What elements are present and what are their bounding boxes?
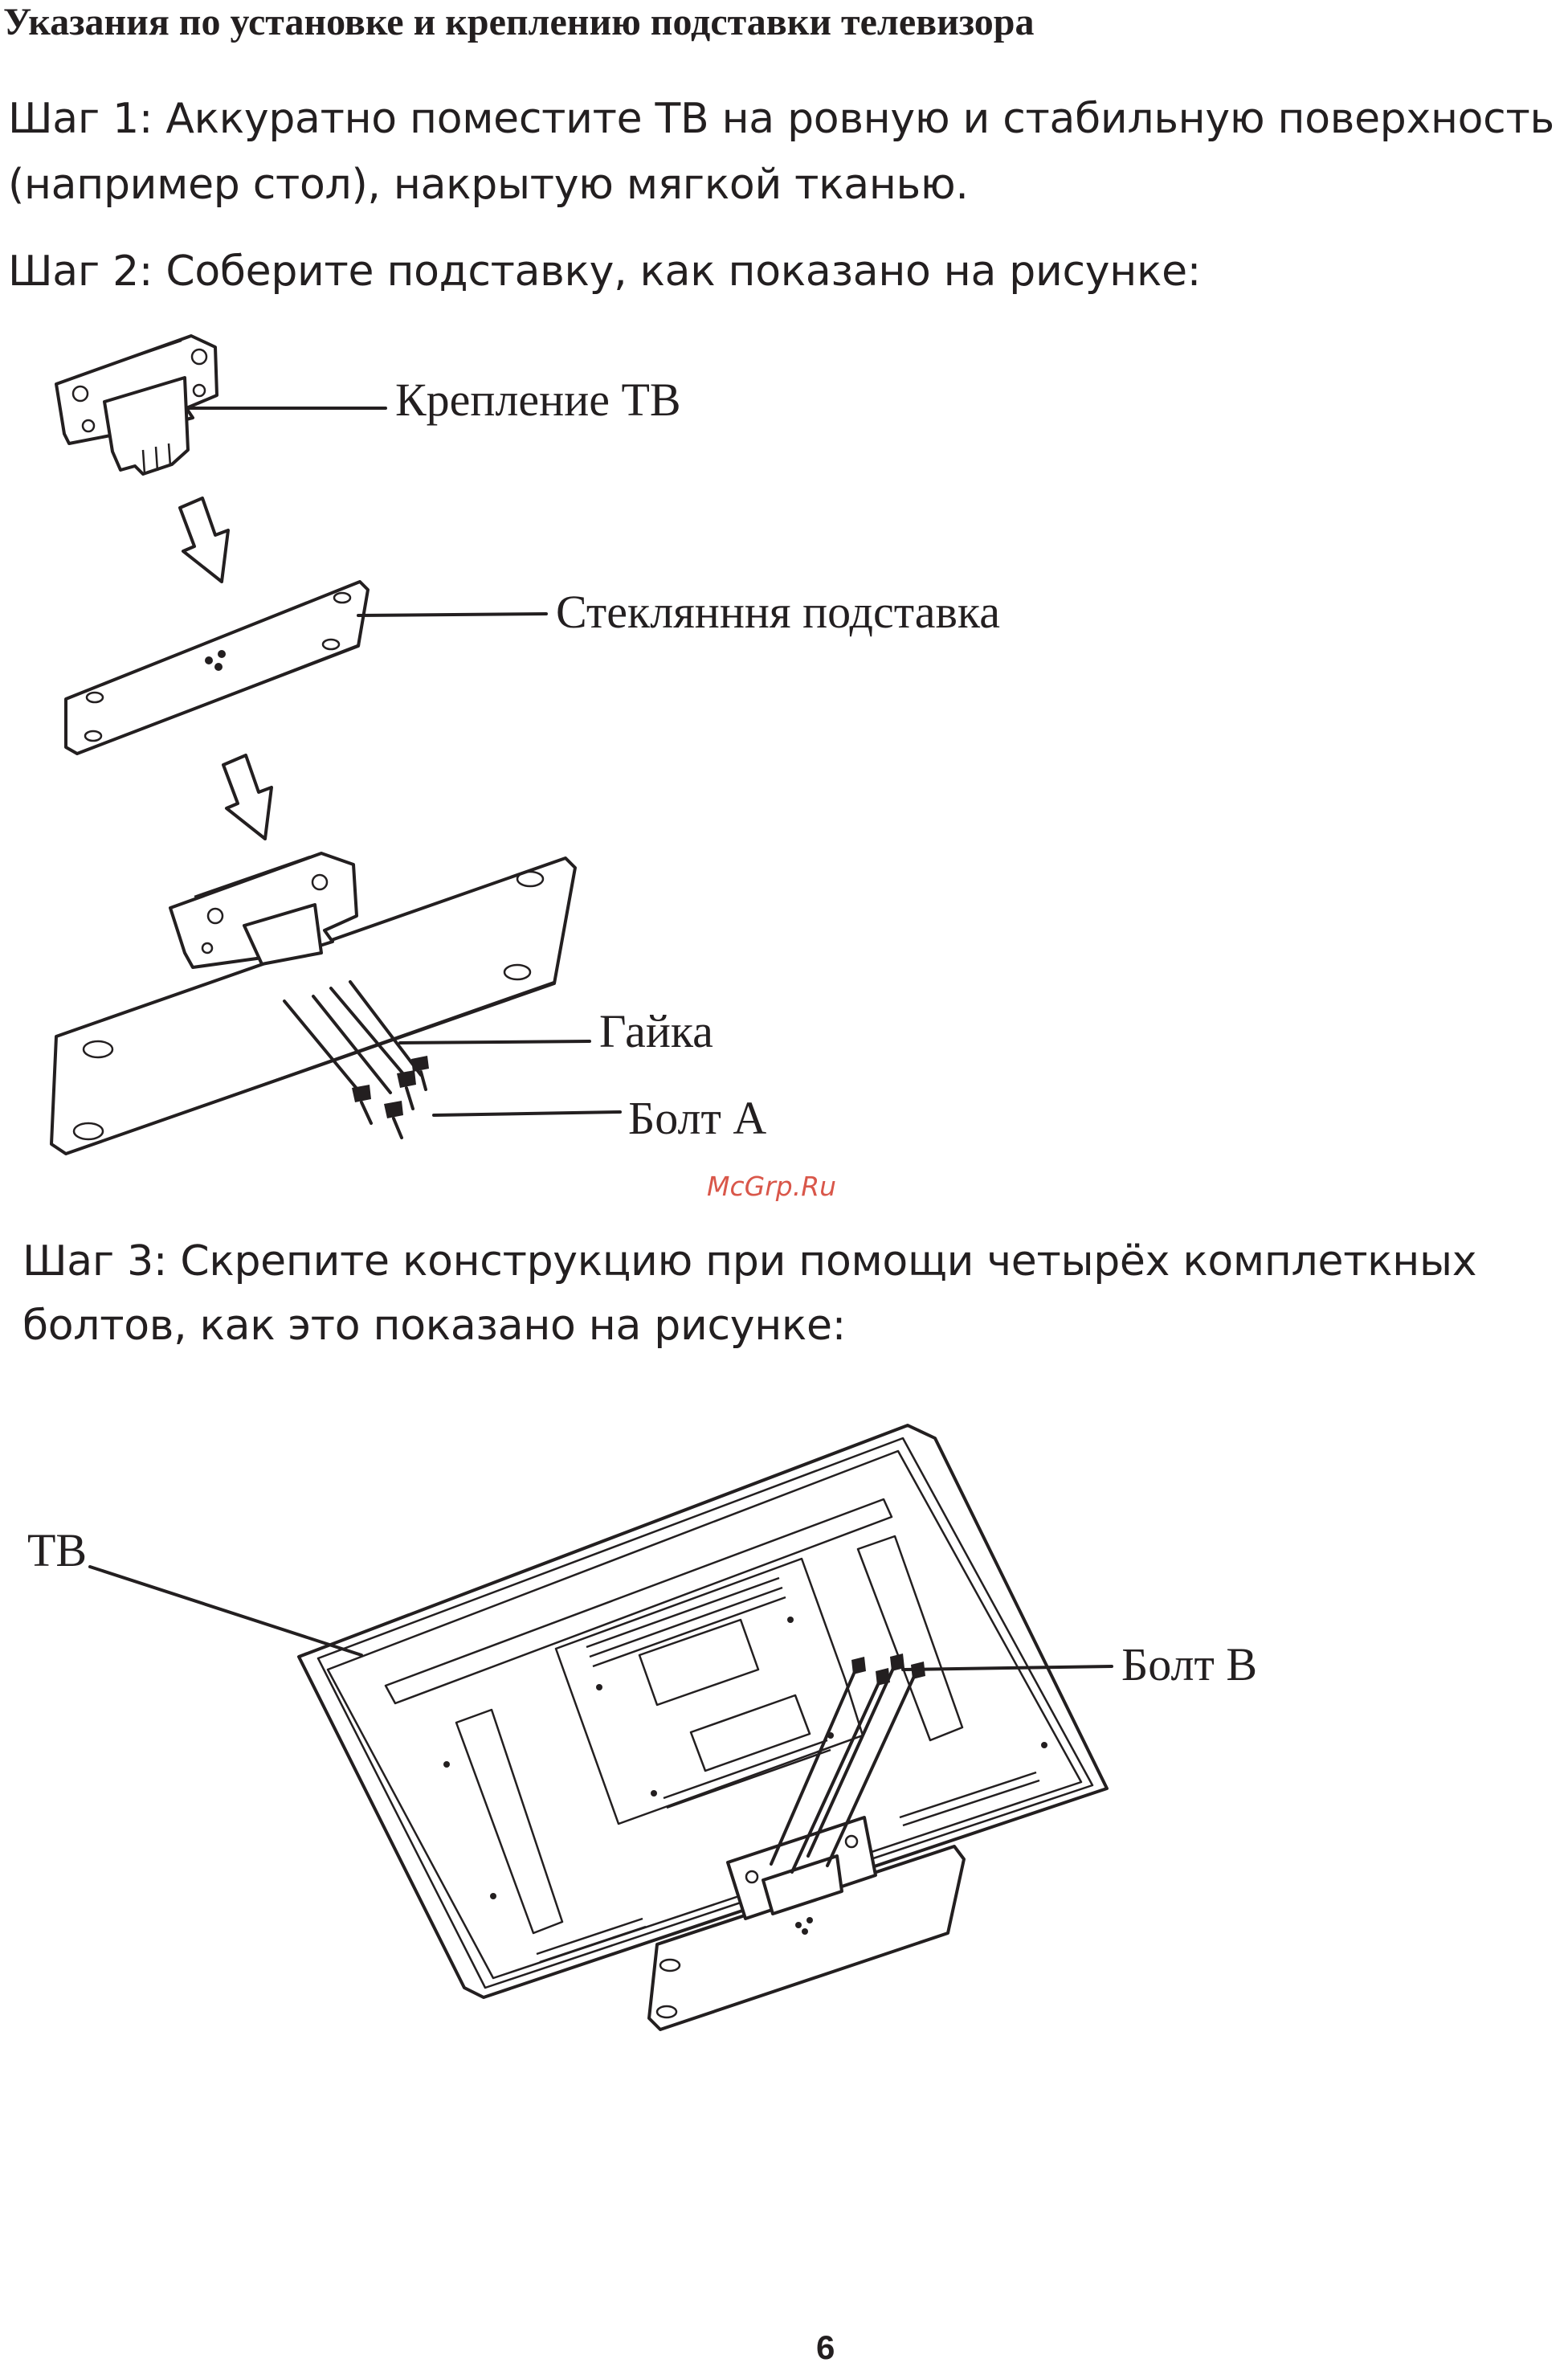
assembled-stand [50,852,577,1155]
leader-glass-stand [357,612,548,617]
step3-line2: болтов, как это показано на рисунке: [22,1302,846,1350]
label-bolt-b: Болт В [1121,1638,1258,1690]
step1-line2: (например стол), накрытую мягкой тканью. [8,161,969,209]
label-bolt-a: Болт А [628,1092,767,1144]
tv-back [297,1424,1109,1999]
bolts-a [283,980,429,1139]
arrow-down-icon [178,497,230,583]
arrow-down-icon [222,754,273,840]
watermark: McGrp.Ru [707,1171,837,1202]
label-tv-mount: Крепление ТВ [395,374,681,426]
page-number: 6 [816,2328,835,2366]
label-tv: ТВ [27,1524,88,1576]
leader-tv [88,1565,363,1657]
page-title: Указания по установке и креплению подста… [3,1,1035,43]
leader-bolt-a [432,1110,622,1117]
step1-line1: Шаг 1: Аккуратно поместите ТВ на ровную … [8,95,1554,143]
leader-nut [398,1040,591,1044]
tv-mount-part [55,334,218,476]
label-glass-stand: Стеклянння подставка [556,586,1000,638]
step3-line1: Шаг 3: Скрепите конструкцию при помощи ч… [22,1237,1477,1286]
label-nut: Гайка [599,1005,713,1057]
leader-bolt-b [901,1665,1113,1671]
step2-line1: Шаг 2: Соберите подставку, как показано … [8,247,1201,296]
glass-stand-part [64,580,370,755]
bolts-b [770,1654,925,1874]
